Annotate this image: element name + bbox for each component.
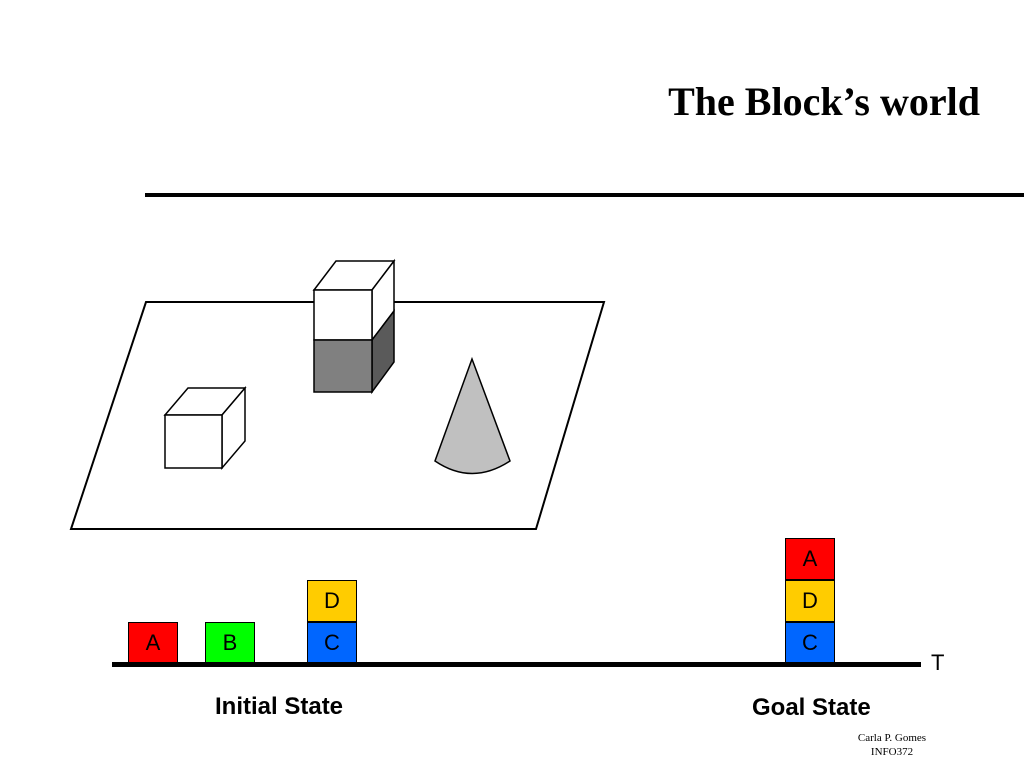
block-d-goal: D <box>785 580 835 622</box>
cone <box>434 356 511 475</box>
slide-title: The Block’s world <box>668 79 980 124</box>
footer: Carla P. Gomes INFO372 <box>832 731 952 759</box>
block-c-initial: C <box>307 622 357 664</box>
block-b-initial: B <box>205 622 255 664</box>
small-cube <box>163 385 247 471</box>
footer-author: Carla P. Gomes <box>857 732 927 744</box>
block-c-goal: C <box>785 622 835 664</box>
table-label: T <box>931 650 945 675</box>
initial-state-label: Initial State <box>215 693 344 720</box>
block-a-goal: A <box>785 538 835 580</box>
table-line <box>112 662 921 667</box>
stacked-cubes <box>312 258 396 395</box>
goal-state-label: Goal State <box>752 694 871 721</box>
title-divider <box>145 193 1024 197</box>
block-d-initial: D <box>307 580 357 622</box>
footer-course: INFO372 <box>870 746 914 758</box>
block-a-initial: A <box>128 622 178 664</box>
